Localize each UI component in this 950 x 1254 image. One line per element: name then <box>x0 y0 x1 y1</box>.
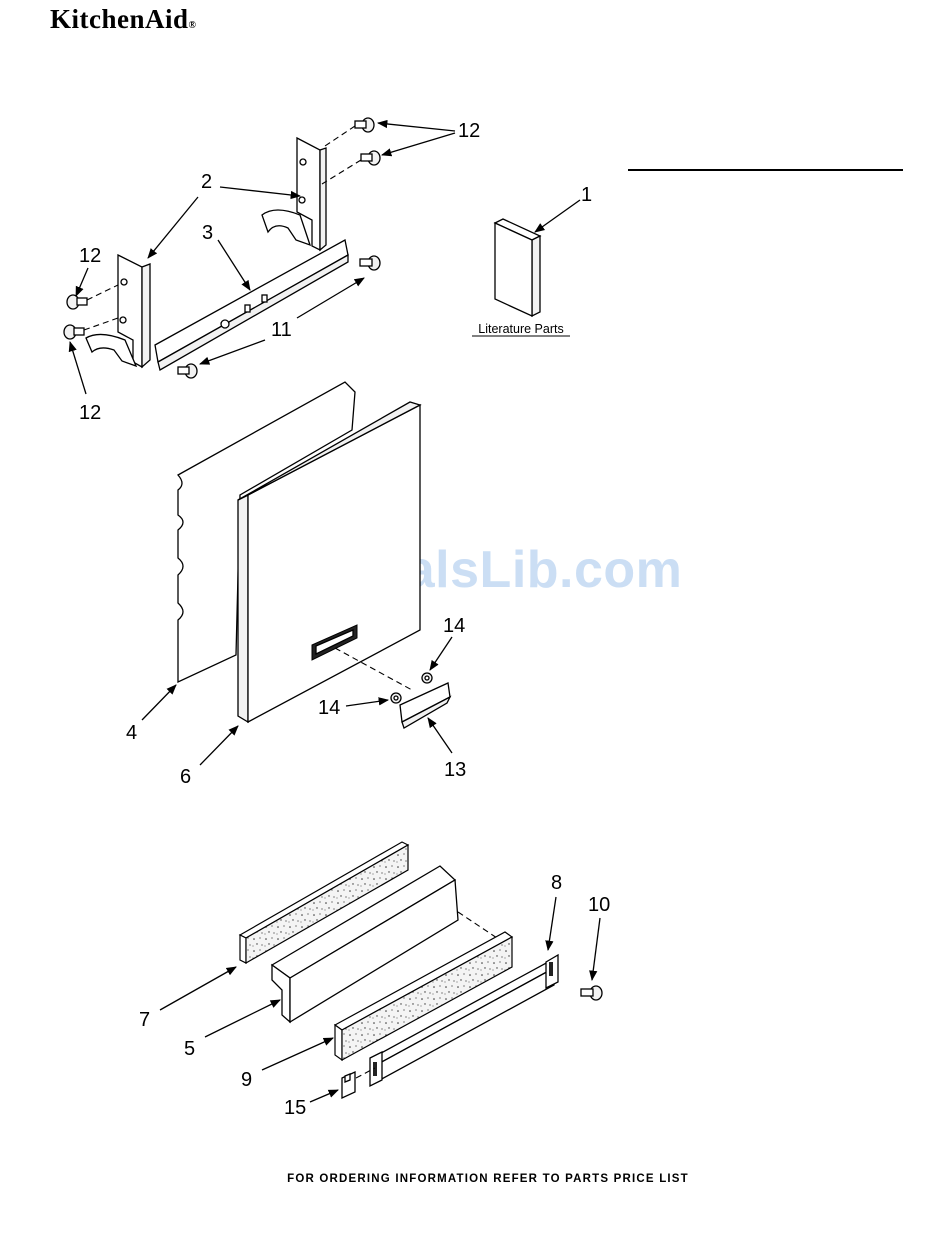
nut-14-upper <box>422 673 432 683</box>
screw-11-left <box>178 364 197 378</box>
door-bracket-upper <box>262 138 326 250</box>
callout-13: 13 <box>444 759 466 781</box>
leader-12d <box>70 342 86 394</box>
nut-14-lower <box>391 693 401 703</box>
callout-6: 6 <box>180 766 191 788</box>
leader-10 <box>592 918 600 980</box>
callout-7: 7 <box>139 1009 150 1031</box>
literature-caption: Literature Parts <box>478 322 563 336</box>
callout-15: 15 <box>284 1097 306 1119</box>
callout-12-left-upper: 12 <box>79 245 101 267</box>
door-bracket-lower <box>86 255 150 367</box>
screw-10 <box>581 986 602 1000</box>
callout-5: 5 <box>184 1038 195 1060</box>
leader-14b <box>346 700 388 706</box>
screw-12-left-b <box>64 325 84 339</box>
callout-12-top: 12 <box>458 120 480 142</box>
leader-9 <box>262 1038 333 1070</box>
door-handle <box>400 683 450 728</box>
dash-12a <box>322 126 355 148</box>
leader-15 <box>310 1090 338 1102</box>
leader-3 <box>218 240 250 290</box>
leader-2b <box>148 197 198 258</box>
leader-12b <box>382 133 455 155</box>
dash-12d <box>84 318 118 330</box>
callout-1: 1 <box>581 184 592 206</box>
leader-12a <box>378 123 455 131</box>
dash-12c <box>87 285 118 300</box>
dash-12b <box>322 160 361 184</box>
callout-10: 10 <box>588 894 610 916</box>
leader-4 <box>142 685 176 720</box>
screw-12-top-a <box>355 118 374 132</box>
callout-12-left-lower: 12 <box>79 402 101 424</box>
leader-11b <box>200 340 265 364</box>
leader-7 <box>160 967 236 1010</box>
literature-booklet <box>495 219 540 316</box>
callout-8: 8 <box>551 872 562 894</box>
leader-14a <box>430 637 452 670</box>
callout-14-lower: 14 <box>318 697 340 719</box>
dash-toekick-a <box>458 912 500 940</box>
callout-11: 11 <box>271 319 292 341</box>
leader-8 <box>548 897 556 950</box>
screw-12-left-a <box>67 295 87 309</box>
leader-6 <box>200 726 238 765</box>
leader-1 <box>535 200 580 232</box>
screw-12-top-b <box>361 151 380 165</box>
callout-3: 3 <box>202 222 213 244</box>
footer-note: FOR ORDERING INFORMATION REFER TO PARTS … <box>0 1173 950 1185</box>
leader-2a <box>220 187 300 196</box>
callout-2: 2 <box>201 171 212 193</box>
screw-11-right <box>360 256 380 270</box>
leader-5 <box>205 1000 280 1037</box>
callout-9: 9 <box>241 1069 252 1091</box>
callout-4: 4 <box>126 722 137 744</box>
callout-14-upper: 14 <box>443 615 465 637</box>
leader-12c <box>76 268 88 296</box>
leader-13 <box>428 718 452 753</box>
